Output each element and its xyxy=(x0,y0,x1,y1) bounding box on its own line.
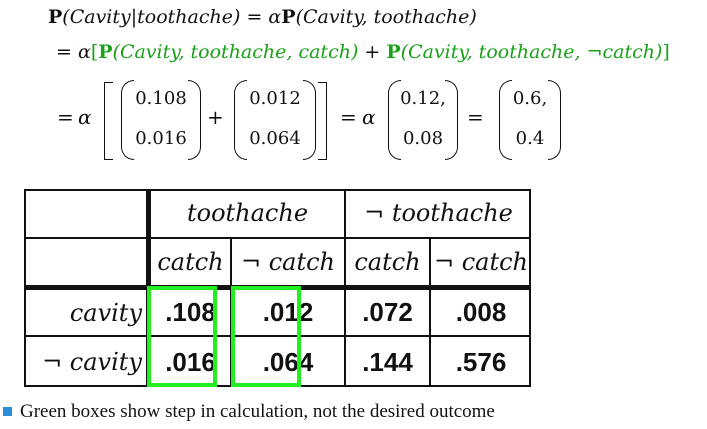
left-bracket xyxy=(104,82,113,160)
header-toothache: toothache xyxy=(186,199,309,227)
equals: = xyxy=(56,41,72,63)
table-cell: .016 xyxy=(165,346,216,377)
vector-4-bottom: 0.4 xyxy=(515,128,545,149)
table-cell: .064 xyxy=(262,346,314,377)
vector-3-bottom: 0.08 xyxy=(402,128,444,149)
open-bracket: [ xyxy=(90,41,99,63)
row-label-not-cavity: ¬ cavity xyxy=(42,348,142,376)
subheader-catch: catch xyxy=(354,248,421,276)
plus: + xyxy=(207,105,224,129)
table-cell: .072 xyxy=(362,297,413,327)
table-cell: .108 xyxy=(165,297,216,327)
table-cell: .144 xyxy=(362,346,413,377)
prob-symbol: P xyxy=(386,41,401,63)
alpha: α xyxy=(268,6,282,28)
close-bracket: ] xyxy=(662,41,670,63)
subheader-not-catch: ¬ catch xyxy=(433,248,529,276)
equals: = xyxy=(467,105,484,129)
alpha: α xyxy=(362,105,376,129)
joint-distribution-table: toothache ¬ toothache catch ¬ catch catc… xyxy=(24,189,531,387)
alpha: α xyxy=(78,105,92,129)
table-cell: .576 xyxy=(455,346,507,377)
vector-3: 0.12, 0.08 xyxy=(388,80,458,160)
green-highlight-box-not-catch xyxy=(231,286,301,387)
vector-3-top: 0.12, xyxy=(400,88,446,109)
plus: + xyxy=(364,41,381,63)
vector-1: 0.108 0.016 xyxy=(121,80,201,160)
green-highlight-box-catch xyxy=(147,286,217,387)
lhs-args: (Cavity|toothache) xyxy=(62,6,241,28)
vector-2: 0.012 0.064 xyxy=(234,80,316,160)
equals: = xyxy=(57,105,74,129)
bullet-icon xyxy=(3,407,12,416)
alpha: α xyxy=(77,41,91,63)
vector-2-top: 0.012 xyxy=(249,88,301,109)
vector-4: 0.6, 0.4 xyxy=(499,80,561,160)
right-bracket xyxy=(318,82,327,160)
equals: = xyxy=(340,105,357,129)
prob-symbol: P xyxy=(98,41,113,63)
rhs-args: (Cavity, toothache) xyxy=(295,6,477,28)
header-not-toothache: ¬ toothache xyxy=(364,199,513,227)
table-cell: .008 xyxy=(455,297,507,327)
formula-line-1: P(Cavity|toothache) = αP(Cavity, toothac… xyxy=(48,6,477,28)
vector-1-top: 0.108 xyxy=(135,88,187,109)
term2-args: (Cavity, toothache, ¬catch) xyxy=(400,41,663,63)
table-cell: .012 xyxy=(262,297,314,327)
vector-2-bottom: 0.064 xyxy=(249,128,301,149)
vector-1-bottom: 0.016 xyxy=(135,128,187,149)
row-label-cavity: cavity xyxy=(69,298,142,327)
equals: = xyxy=(246,6,263,28)
prob-symbol: P xyxy=(48,6,63,28)
formula-line-2: = α[P(Cavity, toothache, catch) + P(Cavi… xyxy=(56,41,670,63)
subheader-not-catch: ¬ catch xyxy=(240,248,336,276)
prob-symbol: P xyxy=(281,6,296,28)
footnote: Green boxes show step in calculation, no… xyxy=(20,401,495,422)
vector-4-top: 0.6, xyxy=(512,88,548,109)
subheader-catch: catch xyxy=(157,248,224,276)
term1-args: (Cavity, toothache, catch) xyxy=(112,41,359,63)
